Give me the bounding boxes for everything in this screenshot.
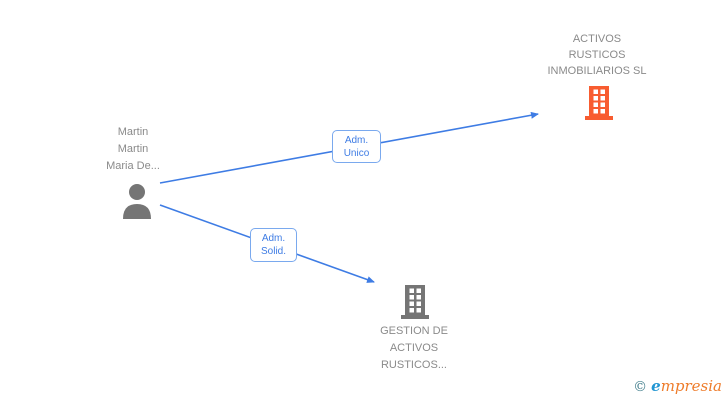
company-name-line: ACTIVOS <box>572 33 622 45</box>
node-person-label[interactable]: Martin Martin Maria De... <box>63 124 203 175</box>
edge-label-adm-unico: Adm. Unico <box>332 130 381 163</box>
node-company-bottom-label[interactable]: GESTION DE ACTIVOS RUSTICOS... <box>334 323 494 374</box>
person-icon[interactable] <box>121 183 153 219</box>
company-name-line: GESTION DE <box>380 325 448 337</box>
edge-label-adm-solid: Adm. Solid. <box>250 228 297 262</box>
company-name-line: RUSTICOS... <box>380 359 447 371</box>
copyright-icon: © <box>633 379 648 395</box>
person-name-line: Maria De... <box>106 160 160 172</box>
company-name-line: ACTIVOS <box>389 342 439 354</box>
edge-label-line: Solid. <box>260 246 286 257</box>
edge-label-line: Unico <box>343 147 370 159</box>
node-company-top-label[interactable]: ACTIVOS RUSTICOS INMOBILIARIOS SL <box>507 31 687 79</box>
person-name-line: Martin <box>117 143 149 155</box>
person-name-line: Martin <box>117 126 149 138</box>
edge-label-line: Adm. <box>261 233 286 244</box>
empresia-logo[interactable]: ©empresia <box>633 377 722 395</box>
empresia-brand-text: mpresia <box>660 377 722 395</box>
building-icon[interactable] <box>399 285 431 319</box>
company-name-line: RUSTICOS <box>568 49 626 61</box>
edge-label-line: Adm. <box>344 134 369 146</box>
building-icon[interactable] <box>583 86 615 120</box>
empresia-brand-initial: e <box>651 377 661 395</box>
company-name-line: INMOBILIARIOS SL <box>547 65 647 77</box>
